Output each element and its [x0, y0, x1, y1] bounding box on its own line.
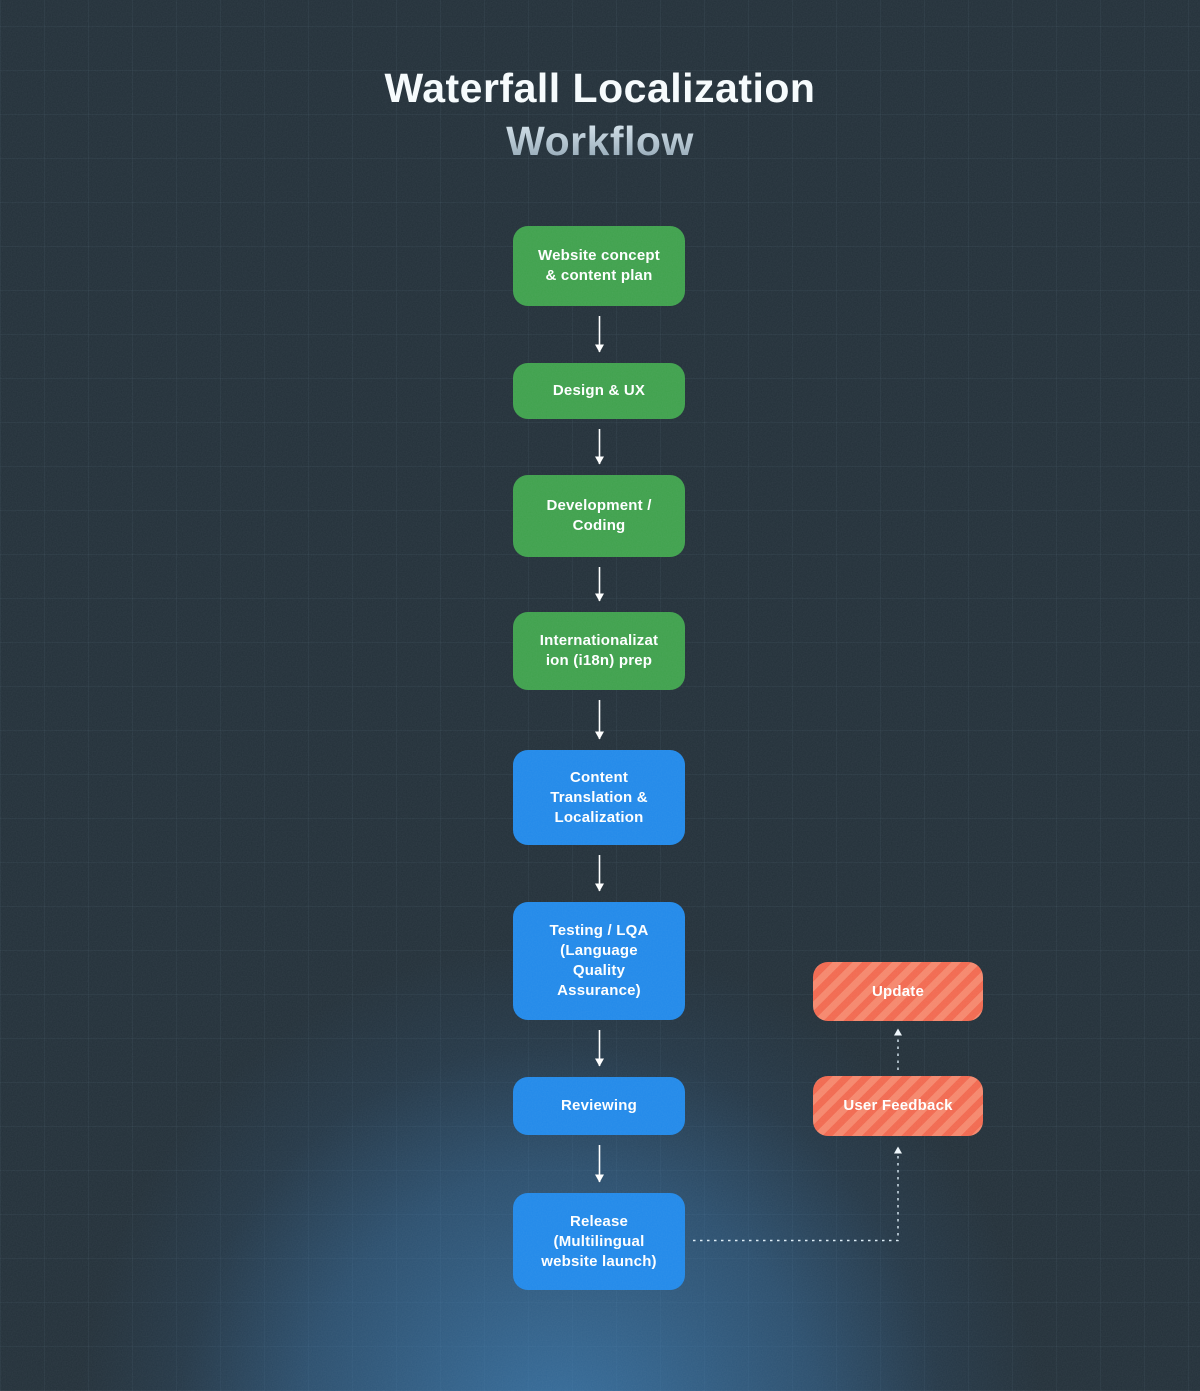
edge-release-to-feedback — [693, 1146, 902, 1242]
flow-node-reviewing: Reviewing — [513, 1077, 685, 1135]
flow-node-user-feedback: User Feedback — [813, 1076, 983, 1136]
flow-node-content-translation: Content Translation & Localization — [513, 750, 685, 845]
flow-node-i18n-prep: Internationalizat ion (i18n) prep — [513, 612, 685, 690]
flow-node-website-concept: Website concept & content plan — [513, 226, 685, 306]
title-line-2: Workflow — [0, 115, 1200, 168]
diagram-title: Waterfall Localization Workflow — [0, 62, 1200, 168]
flow-node-development-coding: Development / Coding — [513, 475, 685, 557]
flow-node-release: Release (Multilingual website launch) — [513, 1193, 685, 1290]
flow-node-update: Update — [813, 962, 983, 1021]
title-line-1: Waterfall Localization — [384, 65, 816, 111]
flow-node-testing-lqa: Testing / LQA (Language Quality Assuranc… — [513, 902, 685, 1020]
flow-node-design-ux: Design & UX — [513, 363, 685, 419]
